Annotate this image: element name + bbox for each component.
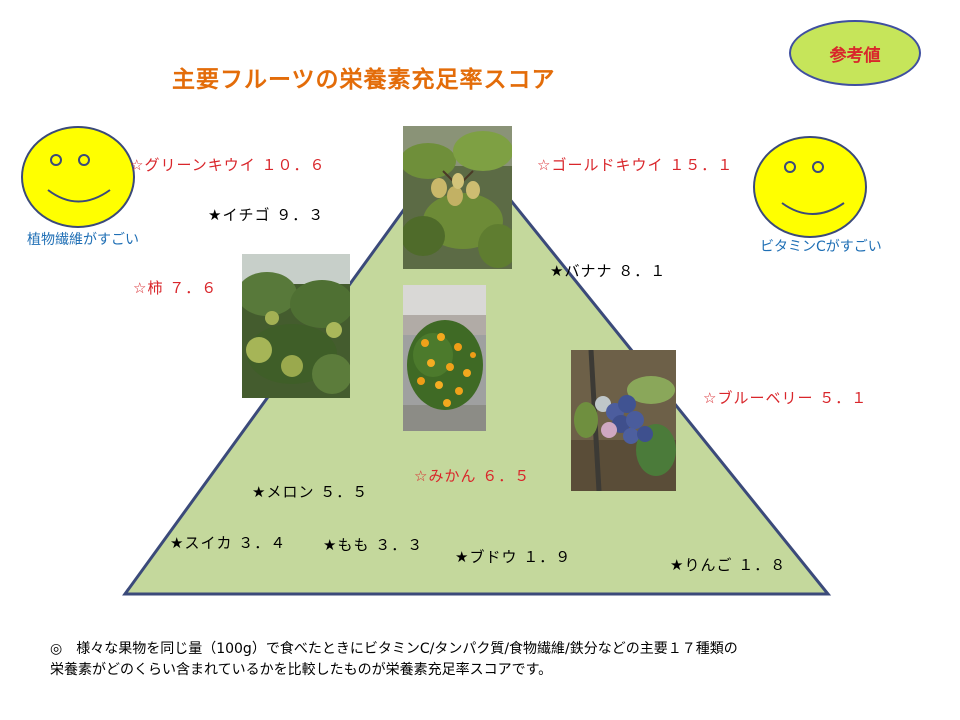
blueberry-label: ☆ブルーベリー ５．１: [703, 389, 868, 407]
melon-label: ★メロン ５．５: [252, 483, 369, 501]
grape-label: ★ブドウ １．９: [455, 548, 572, 566]
footer-line-2: 栄養素がどのくらい含まれているかを比較したものが栄養素充足率スコアです。: [50, 662, 553, 678]
left-face-caption: 植物繊維がすごい: [27, 232, 139, 248]
smiley-face-icon: [753, 136, 867, 238]
blueberry-photo: [571, 350, 676, 491]
apple-label: ★りんご １．８: [670, 556, 787, 574]
mikan-photo: [403, 285, 486, 431]
watermelon-label: ★スイカ ３．４: [170, 534, 287, 552]
footer-line-1: ◎ 様々な果物を同じ量（100g）で食べたときにビタミンC/タンパク質/食物繊維…: [50, 641, 738, 657]
persimmon-label: ☆柿 ７．６: [133, 279, 218, 297]
footer-note: ◎ 様々な果物を同じ量（100g）で食べたときにビタミンC/タンパク質/食物繊維…: [50, 639, 910, 681]
gold-kiwi-photo: [403, 126, 512, 269]
peach-label: ★もも ３．３: [323, 536, 424, 554]
gold-kiwi-label: ☆ゴールドキウイ １５．１: [537, 156, 734, 174]
persimmon-photo: [242, 254, 350, 398]
banana-label: ★バナナ ８．１: [550, 262, 667, 280]
strawberry-label: ★イチゴ ９．３: [208, 206, 325, 224]
green-kiwi-label: ☆グリーンキウイ １０．６: [130, 156, 326, 174]
right-face-caption: ビタミンCがすごい: [760, 239, 882, 255]
page-title: 主要フルーツの栄養素充足率スコア: [172, 67, 556, 93]
mikan-label: ☆みかん ６．５: [414, 467, 531, 485]
reference-badge: 参考値: [789, 20, 921, 86]
smiley-face-icon: [21, 126, 135, 228]
